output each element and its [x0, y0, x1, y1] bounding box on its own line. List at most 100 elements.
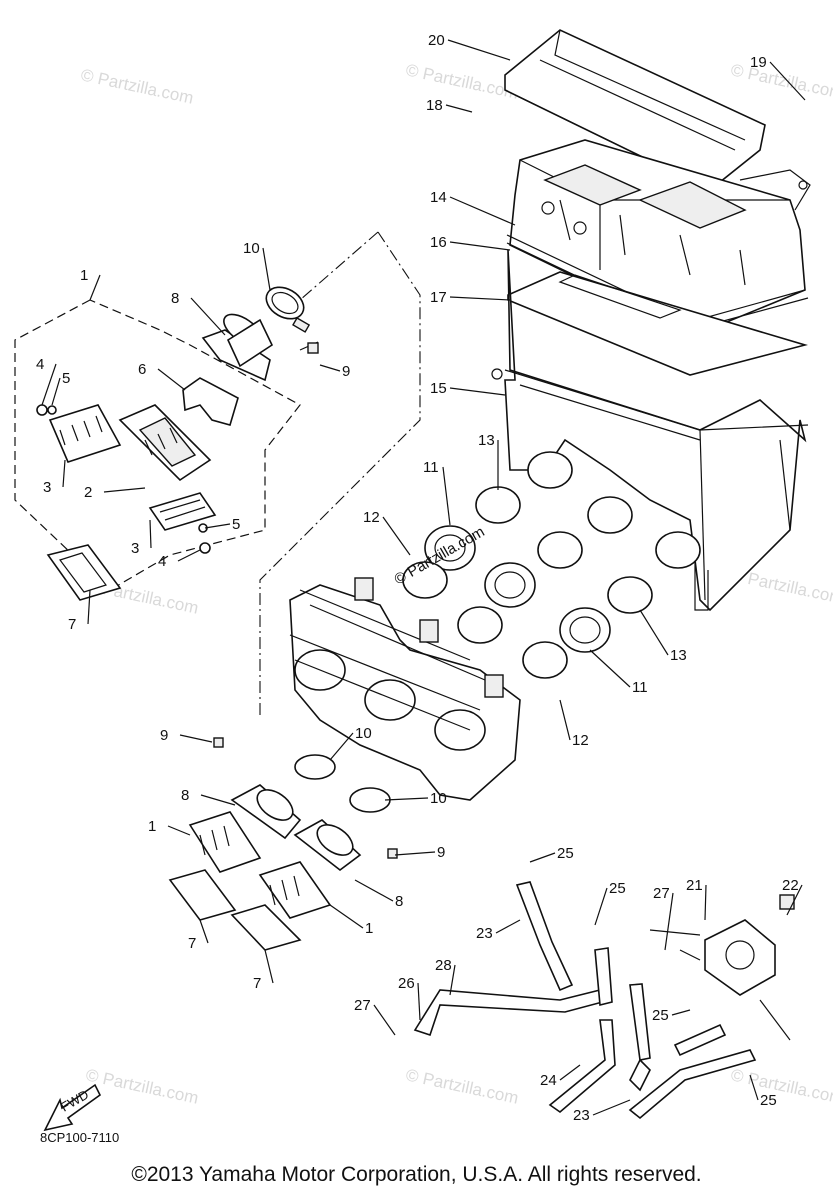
callout-leader-8 [200, 794, 236, 806]
carburetor-assembly [289, 577, 521, 801]
callout-leader-9 [319, 364, 341, 372]
callout-leader-15 [449, 387, 506, 396]
callout-10: 10 [243, 240, 260, 257]
callout-12: 12 [363, 509, 380, 526]
callout-11: 11 [423, 459, 439, 476]
callout-leader-4 [41, 363, 57, 406]
callout-leader-1 [329, 904, 364, 929]
callout-2: 2 [84, 484, 92, 501]
watermark: © Partzilla.com [79, 65, 195, 107]
assembly-boundary-line [259, 231, 421, 715]
watermark: © Partzilla.com [729, 1065, 833, 1107]
callout-20: 20 [428, 32, 445, 49]
callout-leader-12 [559, 699, 571, 741]
callout-leader-5 [204, 523, 231, 529]
reed-valve-group-outline [14, 299, 301, 591]
intake-joints-lower [213, 737, 398, 872]
callout-23: 23 [573, 1107, 590, 1124]
callout-leader-14 [449, 196, 516, 226]
callout-5: 5 [232, 516, 240, 533]
callout-26: 26 [398, 975, 415, 992]
reed-valve [36, 404, 217, 554]
callout-leader-21 [704, 884, 707, 921]
callout-leader-26 [417, 982, 421, 1021]
callout-22: 22 [782, 877, 799, 894]
callout-leader-4 [177, 549, 201, 562]
callout-leader-24 [559, 1064, 581, 1081]
callout-leader-1 [89, 274, 101, 301]
callout-18: 18 [426, 97, 443, 114]
callout-9: 9 [437, 844, 445, 861]
callout-leader-9 [179, 734, 213, 743]
callout-11: 11 [632, 679, 648, 696]
callout-7: 7 [188, 935, 196, 952]
callout-leader-3 [62, 459, 66, 488]
callout-leader-28 [449, 964, 456, 996]
diagram-code: 8CP100-7110 [40, 1130, 119, 1145]
air-box-top [509, 139, 811, 336]
callout-25: 25 [557, 845, 574, 862]
callout-24: 24 [540, 1072, 557, 1089]
callout-10: 10 [430, 790, 447, 807]
fwd-arrow-icon: FWD [43, 1083, 102, 1132]
callout-27: 27 [354, 997, 371, 1014]
callout-8: 8 [171, 290, 179, 307]
callout-leader-10 [262, 247, 271, 291]
intake-joint-upper [201, 313, 274, 382]
callout-23: 23 [476, 925, 493, 942]
fuel-pump-group [413, 881, 795, 1120]
callout-25: 25 [609, 880, 626, 897]
callout-leader-2 [103, 487, 146, 493]
callout-leader-10 [329, 732, 354, 761]
callout-4: 4 [158, 553, 166, 570]
callout-19: 19 [750, 54, 767, 71]
carb-joints [402, 451, 701, 679]
callout-15: 15 [430, 380, 447, 397]
callout-14: 14 [430, 189, 447, 206]
callout-13: 13 [478, 432, 495, 449]
callout-leader-9 [394, 851, 436, 856]
callout-leader-12 [382, 516, 411, 556]
callout-8: 8 [181, 787, 189, 804]
reed-valves-lower [168, 811, 332, 951]
callout-leader-11 [589, 649, 631, 688]
callout-16: 16 [430, 234, 447, 251]
callout-12: 12 [572, 732, 589, 749]
callout-leader-13 [639, 609, 669, 656]
callout-7: 7 [253, 975, 261, 992]
callout-6: 6 [138, 361, 146, 378]
callout-leader-7 [264, 949, 274, 984]
callout-8: 8 [395, 893, 403, 910]
callout-3: 3 [43, 479, 51, 496]
callout-1: 1 [80, 267, 88, 284]
copyright-notice: ©2013 Yamaha Motor Corporation, U.S.A. A… [131, 1163, 702, 1186]
callout-leader-19 [769, 61, 806, 101]
watermark: © Partzilla.com [404, 1065, 520, 1107]
callout-leader-7 [87, 589, 91, 625]
callout-leader-27 [373, 1004, 396, 1036]
insulator [182, 377, 239, 426]
clamp-upper [265, 286, 311, 333]
callout-17: 17 [430, 289, 447, 306]
callout-leader-22 [786, 884, 803, 916]
callout-1: 1 [365, 920, 373, 937]
callout-21: 21 [686, 877, 703, 894]
callout-leader-25 [749, 1074, 759, 1101]
callout-7: 7 [68, 616, 76, 633]
callout-5: 5 [62, 370, 70, 387]
callout-13: 13 [670, 647, 687, 664]
callout-leader-1 [167, 825, 191, 836]
callout-leader-25 [594, 887, 608, 926]
callout-9: 9 [160, 727, 168, 744]
callout-25: 25 [652, 1007, 669, 1024]
bolt-upper [299, 341, 319, 354]
watermark: © Partzilla.com [404, 60, 520, 102]
callout-leader-25 [529, 852, 556, 863]
callout-1: 1 [148, 818, 156, 835]
callout-leader-11 [442, 466, 451, 526]
watermark: © Partzilla.com [729, 60, 833, 102]
callout-9: 9 [342, 363, 350, 380]
watermark: © Partzilla.com [84, 1065, 200, 1107]
callout-10: 10 [355, 725, 372, 742]
